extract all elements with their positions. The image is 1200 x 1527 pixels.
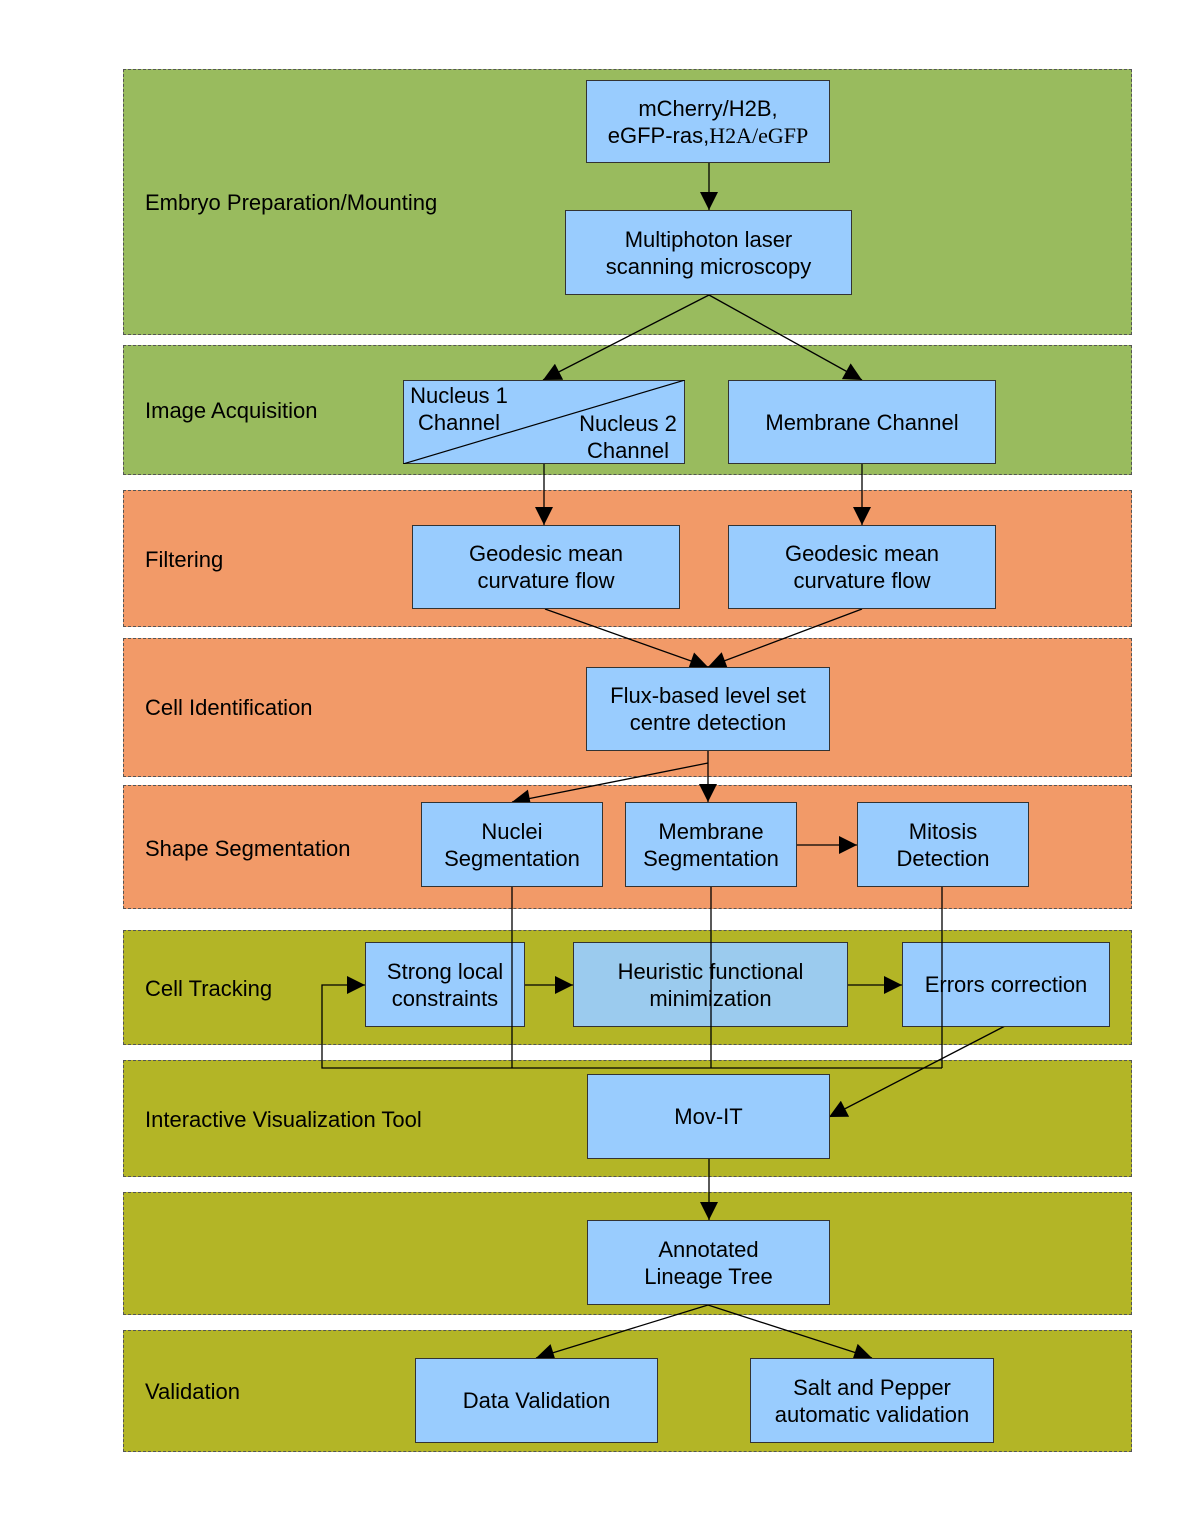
node-lineage-line1: Annotated [658, 1236, 759, 1262]
node-microscopy: Multiphoton laser scanning microscopy [565, 210, 852, 295]
node-microscopy-line2: scanning microscopy [605, 253, 812, 279]
node-mitosis-line1: Mitosis [908, 818, 978, 844]
node-markers-line1: mCherry/H2B, [638, 95, 778, 121]
node-flux: Flux-based level set centre detection [586, 667, 830, 751]
node-filter-left: Geodesic mean curvature flow [412, 525, 680, 609]
node-flux-line2: centre detection [629, 710, 787, 735]
node-filter-left-line2: curvature flow [477, 568, 615, 593]
node-membrane-channel: Membrane Channel [728, 380, 996, 464]
node-filter-right-line2: curvature flow [793, 568, 931, 593]
node-nuclei-seg-line2: Segmentation [444, 845, 580, 871]
node-markers: mCherry/H2B, eGFP-ras,H2A/eGFP [586, 80, 830, 163]
node-nuclei-segmentation: Nuclei Segmentation [421, 802, 603, 887]
node-membrane-channel-label: Membrane Channel [765, 409, 959, 435]
node-heuristic-line1: Heuristic functional [617, 958, 804, 984]
node-nuclei-seg-line1: Nuclei [481, 818, 543, 844]
stage-label-tracking: Cell Tracking [145, 976, 273, 1001]
node-microscopy-line1: Multiphoton laser [624, 226, 793, 252]
node-nucleus1-line1: Nucleus 1 [410, 383, 508, 408]
node-heuristic: Heuristic functional minimization [573, 942, 848, 1027]
node-movit-label: Mov-IT [674, 1104, 743, 1129]
stage-label-filtering: Filtering [145, 547, 224, 572]
node-salt-pepper-line2: automatic validation [774, 1401, 970, 1427]
node-strong-local: Strong local constraints [365, 942, 525, 1027]
stage-label-embryo: Embryo Preparation/Mounting [145, 190, 438, 215]
node-nucleus-channels: Nucleus 1 Channel Nucleus 2 Channel [403, 380, 685, 464]
node-membrane-seg-line2: Segmentation [643, 845, 779, 871]
node-strong-local-line1: Strong local [386, 958, 504, 984]
node-mitosis-line2: Detection [896, 845, 990, 871]
node-movit: Mov-IT [587, 1074, 830, 1159]
stage-label-segmentation: Shape Segmentation [145, 836, 351, 861]
node-nucleus1-line2: Channel [418, 410, 500, 435]
node-markers-line2b: H2A/eGFP [709, 122, 809, 148]
node-mitosis-detection: Mitosis Detection [857, 802, 1029, 887]
node-data-validation: Data Validation [415, 1358, 658, 1443]
node-nucleus2-line1: Nucleus 2 [579, 411, 677, 436]
node-salt-pepper: Salt and Pepper automatic validation [750, 1358, 994, 1443]
node-nucleus2-line2: Channel [587, 438, 669, 463]
node-membrane-segmentation: Membrane Segmentation [625, 802, 797, 887]
node-flux-line1: Flux-based level set [610, 683, 806, 708]
stage-label-visualization: Interactive Visualization Tool [145, 1107, 422, 1132]
node-membrane-seg-line1: Membrane [658, 818, 764, 844]
node-lineage-line2: Lineage Tree [644, 1263, 773, 1289]
node-nucleus1: Nucleus 1 Channel [404, 382, 514, 436]
stage-label-identification: Cell Identification [145, 695, 313, 720]
node-filter-right: Geodesic mean curvature flow [728, 525, 996, 609]
node-filter-left-line1: Geodesic mean [468, 541, 624, 566]
node-filter-right-line1: Geodesic mean [784, 541, 940, 566]
split-diagonal [403, 380, 685, 464]
node-data-validation-label: Data Validation [462, 1388, 611, 1413]
node-markers-line2a: eGFP-ras, [607, 122, 710, 148]
node-heuristic-line2: minimization [649, 985, 772, 1011]
stage-label-acquisition: Image Acquisition [145, 398, 318, 423]
node-strong-local-line2: constraints [391, 985, 499, 1011]
node-errors-label: Errors correction [924, 972, 1088, 997]
node-errors-correction: Errors correction [902, 942, 1110, 1027]
stage-label-validation: Validation [145, 1379, 240, 1404]
node-nucleus2: Nucleus 2 Channel [570, 410, 686, 464]
node-salt-pepper-line1: Salt and Pepper [793, 1374, 951, 1400]
node-lineage-tree: Annotated Lineage Tree [587, 1220, 830, 1305]
